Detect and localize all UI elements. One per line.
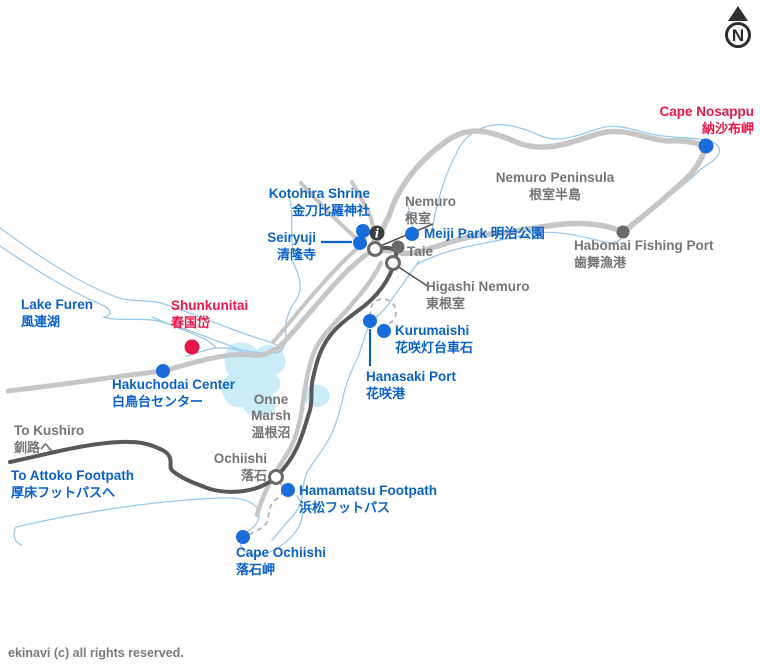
shunkunitai-label[interactable]: Shunkunitai 春国岱	[171, 298, 248, 331]
kotohira-shrine-label[interactable]: Kotohira Shrine 金刀比羅神社	[269, 186, 370, 219]
copyright-text: ekinavi (c) all rights reserved.	[8, 646, 184, 660]
onne-marsh-label-en: Marsh	[251, 408, 291, 423]
habomai-fishing-port-marker	[616, 225, 630, 239]
road-layer	[5, 128, 709, 518]
nemuro-marker	[367, 241, 383, 257]
taie-label: Taie	[407, 244, 433, 260]
meiji-park-marker[interactable]	[405, 227, 419, 241]
habomai-fishing-port-label: Habomai Fishing Port 歯舞漁港	[574, 238, 714, 271]
shunkunitai-marker[interactable]	[184, 339, 200, 355]
compass-north-icon: N	[725, 6, 751, 48]
hamamatsu-footpath-marker[interactable]	[281, 483, 295, 497]
road-west	[5, 247, 376, 394]
hakuchodai-center-label-ja[interactable]: 白鳥台センター	[112, 394, 204, 409]
road-peninsula-south	[378, 144, 709, 257]
compass-letter: N	[732, 26, 744, 45]
higashi-nemuro-label-en: Higashi Nemuro	[426, 279, 530, 294]
onne-marsh-water	[221, 342, 286, 418]
seiryuji-label[interactable]: Seiryuji 清隆寺	[267, 230, 316, 263]
seiryuji-label-en[interactable]: Seiryuji	[267, 230, 316, 245]
hamamatsu-footpath-label-ja[interactable]: 浜松フットパス	[299, 500, 391, 515]
higashi-nemuro-label-ja: 東根室	[426, 296, 466, 311]
higashi-nemuro-label: Higashi Nemuro 東根室	[426, 279, 530, 312]
cape-nosappu-marker[interactable]	[698, 138, 714, 154]
hamamatsu-footpath-label[interactable]: Hamamatsu Footpath 浜松フットパス	[299, 483, 437, 516]
nemuro-peninsula-label-en: Nemuro Peninsula	[495, 170, 615, 185]
hamamatsu-footpath-label-en[interactable]: Hamamatsu Footpath	[299, 483, 438, 498]
road-south	[254, 260, 384, 518]
lake-furen-label-en[interactable]: Lake Furen	[21, 297, 94, 312]
onne-marsh-label-en: Onne	[253, 392, 289, 407]
road-nw-spur	[299, 181, 359, 241]
higashi-nemuro-leader-line	[396, 265, 430, 288]
meiji-park-label[interactable]: Meiji Park 明治公園	[424, 226, 545, 242]
kotohira-shrine-marker[interactable]	[356, 224, 370, 238]
to-attoko-footpath-label[interactable]: To Attoko Footpath 厚床フットパスへ	[11, 468, 134, 501]
onne-marsh-label-ja: 温根沼	[251, 425, 291, 440]
information-icon: i	[375, 227, 380, 241]
nemuro-label-ja: 根室	[405, 211, 432, 226]
hanasaki-port-marker[interactable]	[363, 314, 377, 328]
hanasaki-port-label[interactable]: Hanasaki Port 花咲港	[366, 369, 456, 402]
nemuro-info-marker	[369, 225, 385, 241]
kurumaishi-label-ja[interactable]: 花咲灯台車石	[395, 340, 474, 355]
shunkunitai-label-ja[interactable]: 春国岱	[171, 315, 211, 330]
cape-ochiishi-marker[interactable]	[236, 530, 250, 544]
taie-label-en: Taie	[407, 244, 434, 259]
hanasaki-port-label-en[interactable]: Hanasaki Port	[366, 369, 457, 384]
ochiishi-label: Ochiishi 落石	[214, 451, 267, 484]
habomai-fishing-port-label-ja: 歯舞漁港	[574, 255, 627, 270]
road-city-parallel	[271, 244, 362, 344]
hakuchodai-center-marker[interactable]	[156, 364, 170, 378]
to-attoko-footpath-label-en[interactable]: To Attoko Footpath	[11, 468, 134, 483]
onne-marsh-pond	[303, 384, 330, 408]
habomai-fishing-port-label-en: Habomai Fishing Port	[574, 238, 714, 253]
nemuro-label-en: Nemuro	[405, 194, 457, 209]
cape-nosappu-label-ja[interactable]: 納沙布岬	[701, 121, 754, 136]
nemuro-peninsula-label-ja: 根室半島	[528, 187, 581, 202]
ochiishi-label-ja: 落石	[240, 468, 267, 483]
kurumaishi-label[interactable]: Kurumaishi 花咲灯台車石	[395, 323, 473, 356]
cape-ochiishi-label[interactable]: Cape Ochiishi 落石岬	[236, 545, 326, 578]
hanasaki-port-label-ja[interactable]: 花咲港	[366, 386, 406, 401]
railway-layer	[8, 245, 399, 494]
marker-layer: i	[156, 138, 714, 544]
ochiishi-label-en: Ochiishi	[213, 451, 267, 466]
cape-nosappu-label[interactable]: Cape Nosappu 納沙布岬	[659, 104, 754, 137]
road-peninsula-north	[370, 128, 709, 252]
higashi-nemuro-marker	[385, 255, 401, 271]
lake-furen-label-ja[interactable]: 風連湖	[21, 314, 61, 329]
cape-ochiishi-label-ja[interactable]: 落石岬	[236, 562, 276, 577]
kurumaishi-marker[interactable]	[377, 324, 391, 338]
to-kushiro-label: To Kushiro 釧路へ	[14, 423, 84, 456]
hakuchodai-center-label-en[interactable]: Hakuchodai Center	[112, 377, 236, 392]
kotohira-shrine-label-en[interactable]: Kotohira Shrine	[268, 186, 370, 201]
railway-nemuro-line	[8, 245, 399, 494]
taie-marker	[391, 240, 405, 254]
hakuchodai-center-label[interactable]: Hakuchodai Center 白鳥台センター	[112, 377, 235, 410]
cape-ochiishi-label-en[interactable]: Cape Ochiishi	[236, 545, 327, 560]
nemuro-peninsula-label: Nemuro Peninsula 根室半島	[496, 170, 615, 203]
seiryuji-label-ja[interactable]: 清隆寺	[276, 247, 316, 262]
lake-furen-label[interactable]: Lake Furen 風連湖	[21, 297, 93, 330]
to-kushiro-label-ja: 釧路へ	[14, 440, 54, 455]
nemuro-label: Nemuro 根室	[405, 194, 456, 227]
to-attoko-footpath-label-ja[interactable]: 厚床フットパスへ	[11, 485, 116, 500]
cape-nosappu-label-en[interactable]: Cape Nosappu	[659, 104, 754, 119]
meiji-park-label-en[interactable]: Meiji Park 明治公園	[424, 226, 545, 241]
ochiishi-marker	[268, 469, 284, 485]
kurumaishi-label-en[interactable]: Kurumaishi	[395, 323, 470, 338]
to-kushiro-label-en: To Kushiro	[14, 423, 85, 438]
shunkunitai-label-en[interactable]: Shunkunitai	[171, 298, 249, 313]
seiryuji-marker[interactable]	[353, 236, 367, 250]
kotohira-shrine-label-ja[interactable]: 金刀比羅神社	[291, 203, 370, 218]
